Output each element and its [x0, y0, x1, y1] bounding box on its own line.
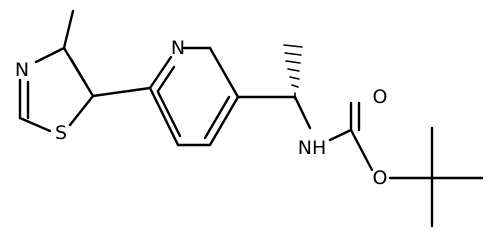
bond-c3-c4-inner: [203, 95, 231, 140]
svg-text:N: N: [15, 59, 29, 81]
molecule-svg: N S N NH O O: [15, 9, 484, 228]
bond-s1-c5: [68, 94, 95, 127]
svg-text:S: S: [55, 122, 67, 144]
svg-text:O: O: [373, 167, 388, 189]
bond-c2-c3: [208, 46, 240, 99]
bond-c4-c5-inner: [69, 57, 89, 88]
bond-c4-n3: [34, 46, 66, 64]
bond-c6-n1-inner: [156, 65, 176, 93]
bond-c5-c6: [148, 86, 180, 147]
atom-o-carbonyl: O: [373, 86, 388, 108]
svg-text:NH: NH: [298, 137, 327, 159]
bond-chiral-nh: [293, 95, 312, 130]
bond-c6-n1: [148, 55, 173, 90]
svg-text:N: N: [171, 37, 185, 59]
bond-carbonyl-oester: [349, 128, 374, 172]
bond-c2-s1: [18, 116, 52, 133]
bond-thiazole-pyridine: [91, 86, 152, 98]
atom-n-pyridine: N: [171, 37, 185, 59]
bond-c3-c4: [208, 95, 240, 147]
bond-nh-carbonyl: [328, 128, 353, 142]
bond-methyl-thiazole: [62, 9, 75, 50]
svg-text:O: O: [373, 86, 388, 108]
bond-c5-c6-inner: [156, 90, 182, 138]
stereo-hashed-wedge: [283, 44, 303, 100]
structure-diagram: N S N NH O O: [15, 9, 484, 228]
atom-nh-carbamate: NH: [298, 137, 327, 159]
atom-o-ester: O: [373, 167, 388, 189]
atom-s-thiazole: S: [55, 122, 67, 144]
atom-n-thiazole: N: [15, 59, 29, 81]
